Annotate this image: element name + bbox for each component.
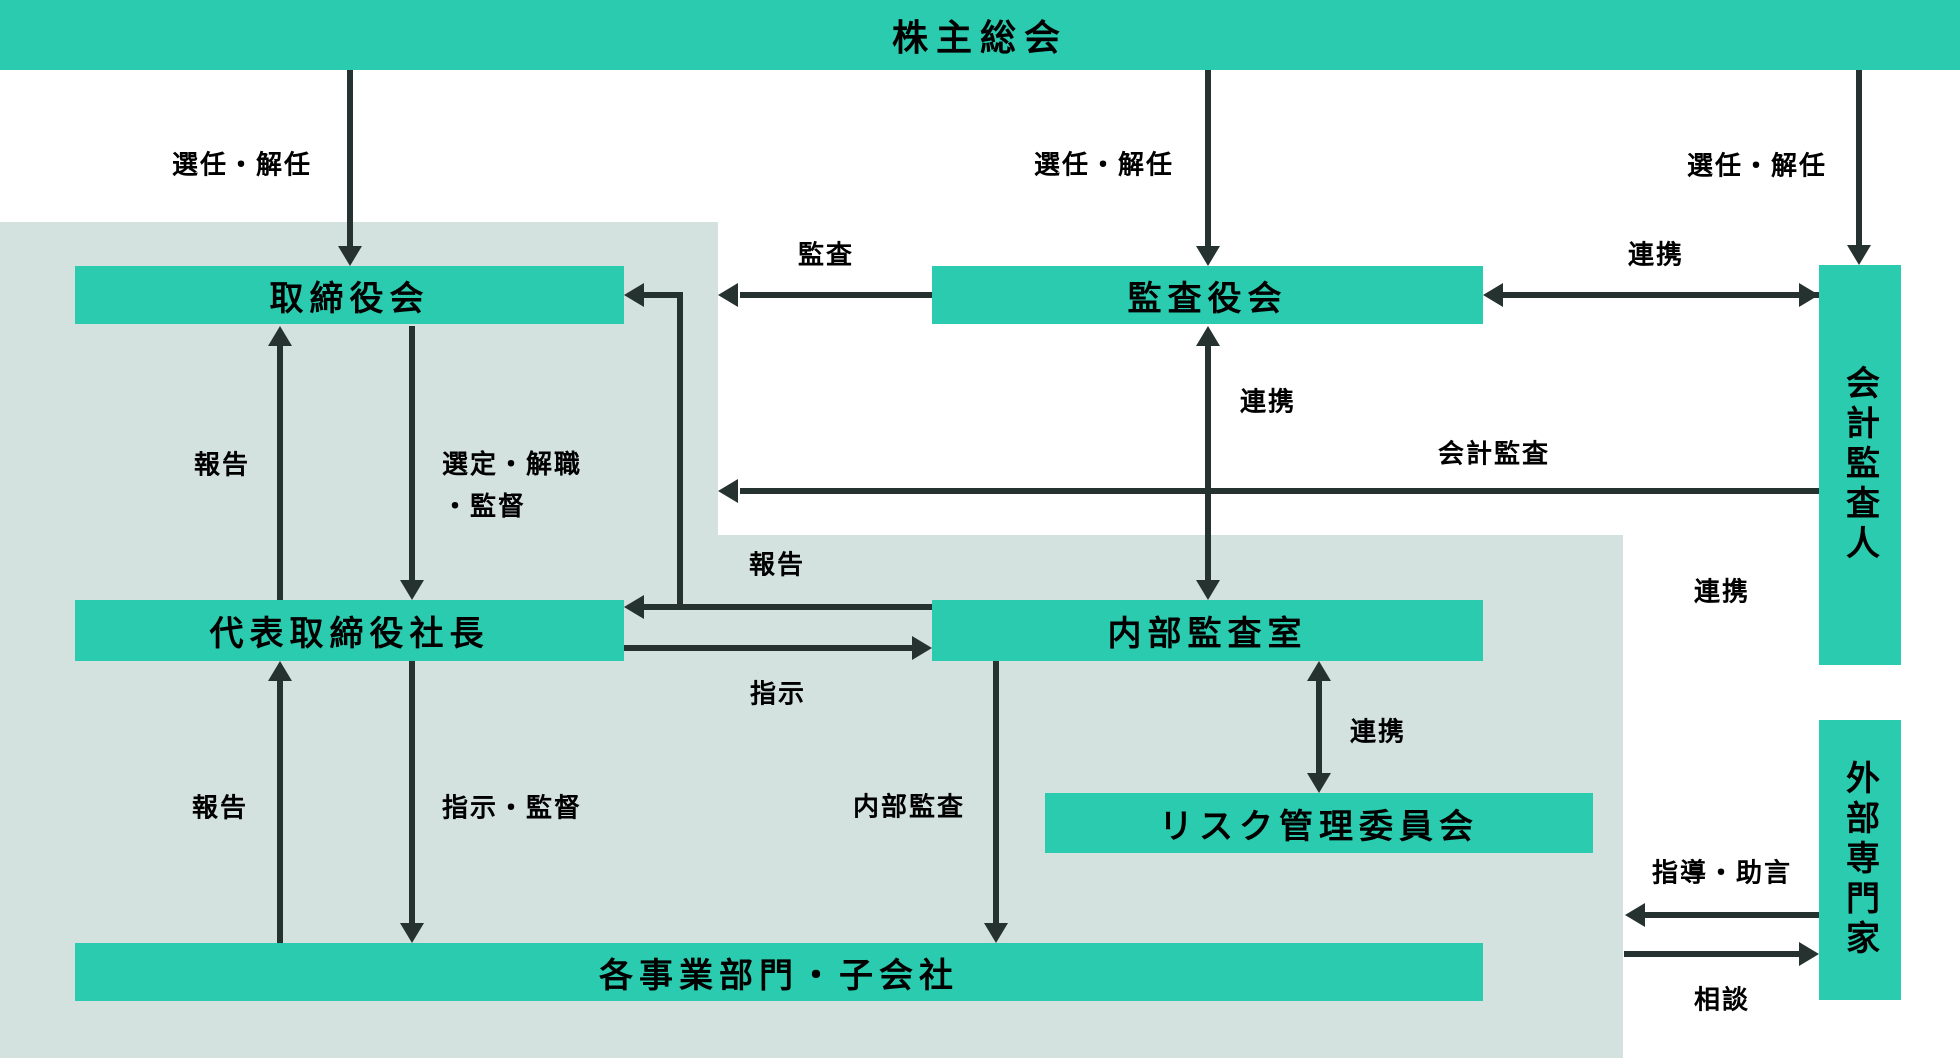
- arrow-president-instruct-down: [409, 661, 415, 923]
- arrowhead-right-icon: [1799, 283, 1819, 307]
- arrow-report-riser: [677, 292, 683, 610]
- node-accounting-auditor: 会計監査人: [1819, 265, 1901, 665]
- arrow-president-report-up: [277, 346, 283, 600]
- label-report-president-to-board: 報告: [193, 450, 251, 481]
- arrow-company-consultation: [1624, 951, 1799, 957]
- arrowhead-left-icon: [718, 479, 738, 503]
- arrowhead-left-icon: [1625, 903, 1645, 927]
- arrow-president-instruct: [624, 645, 912, 651]
- node-risk-management-committee: リスク管理委員会: [1045, 793, 1593, 853]
- arrowhead-down-icon: [1196, 246, 1220, 266]
- arrowhead-down-icon: [400, 923, 424, 943]
- node-board-of-auditors: 監査役会: [932, 266, 1483, 324]
- arrowhead-left-icon: [1483, 283, 1503, 307]
- arrow-shareholders-to-auditors: [1205, 70, 1211, 248]
- arrow-internal-report: [644, 604, 932, 610]
- arrow-internal-audit-down: [993, 661, 999, 923]
- label-consultation: 相談: [1693, 985, 1751, 1016]
- arrowhead-down-icon: [338, 246, 362, 266]
- arrow-shareholders-to-board: [347, 70, 353, 248]
- arrow-internal-risk-cooperation: [1316, 681, 1322, 773]
- node-business-divisions: 各事業部門・子会社: [75, 943, 1483, 1001]
- label-select-dismiss-line1: 選定・解職: [442, 450, 583, 480]
- arrow-shareholders-to-accounting-auditor: [1856, 70, 1862, 247]
- arrow-auditors-audit: [740, 292, 932, 298]
- arrow-board-select-down: [409, 326, 415, 580]
- arrowhead-up-icon: [1307, 661, 1331, 681]
- arrowhead-down-icon: [984, 923, 1008, 943]
- label-select-dismiss-supervise: 選定・解職 ・監督: [442, 444, 582, 528]
- label-report-divisions: 報告: [191, 793, 249, 824]
- arrow-divisions-report-up: [277, 681, 283, 943]
- node-board-of-directors: 取締役会: [75, 266, 624, 324]
- arrowhead-left-icon: [718, 283, 738, 307]
- arrowhead-right-icon: [1799, 942, 1819, 966]
- arrow-auditors-accounting-cooperation: [1503, 292, 1819, 298]
- label-appoint-dismiss-right: 選任・解任: [1686, 151, 1828, 182]
- arrowhead-up-icon: [268, 661, 292, 681]
- arrowhead-left-icon: [624, 595, 644, 619]
- arrowhead-up-icon: [268, 326, 292, 346]
- arrowhead-up-icon: [1196, 326, 1220, 346]
- label-guidance-advice: 指導・助言: [1651, 858, 1793, 889]
- node-internal-audit-office: 内部監査室: [932, 600, 1483, 661]
- label-cooperation-auditors-accounting: 連携: [1627, 240, 1685, 271]
- arrowhead-down-icon: [1307, 773, 1331, 793]
- arrowhead-down-icon: [1196, 580, 1220, 600]
- label-cooperation-auditors-internal: 連携: [1239, 387, 1297, 418]
- label-internal-audit: 内部監査: [852, 792, 966, 823]
- label-accounting-audit: 会計監査: [1437, 439, 1551, 470]
- arrow-auditors-internal-cooperation: [1205, 346, 1211, 580]
- label-cooperation-internal-risk: 連携: [1349, 717, 1407, 748]
- label-audit: 監査: [797, 240, 855, 271]
- arrowhead-down-icon: [400, 580, 424, 600]
- node-president: 代表取締役社長: [75, 600, 624, 661]
- label-appoint-dismiss-left: 選任・解任: [171, 150, 313, 181]
- label-appoint-dismiss-center: 選任・解任: [1033, 150, 1175, 181]
- label-instruct-supervise: 指示・監督: [442, 793, 583, 824]
- arrowhead-left-icon: [624, 283, 644, 307]
- label-cooperation-internal-accounting: 連携: [1693, 577, 1751, 608]
- arrowhead-down-icon: [1847, 245, 1871, 265]
- arrowhead-right-icon: [912, 636, 932, 660]
- label-report-internal: 報告: [748, 550, 806, 581]
- arrow-report-to-board: [644, 292, 680, 298]
- arrow-experts-guidance: [1645, 912, 1819, 918]
- node-shareholders-meeting: 株主総会: [0, 0, 1960, 70]
- node-external-experts: 外部専門家: [1819, 720, 1901, 1000]
- arrow-accounting-audit: [740, 488, 1819, 494]
- label-instruct: 指示: [749, 679, 807, 710]
- label-select-dismiss-line2: ・監督: [442, 492, 527, 522]
